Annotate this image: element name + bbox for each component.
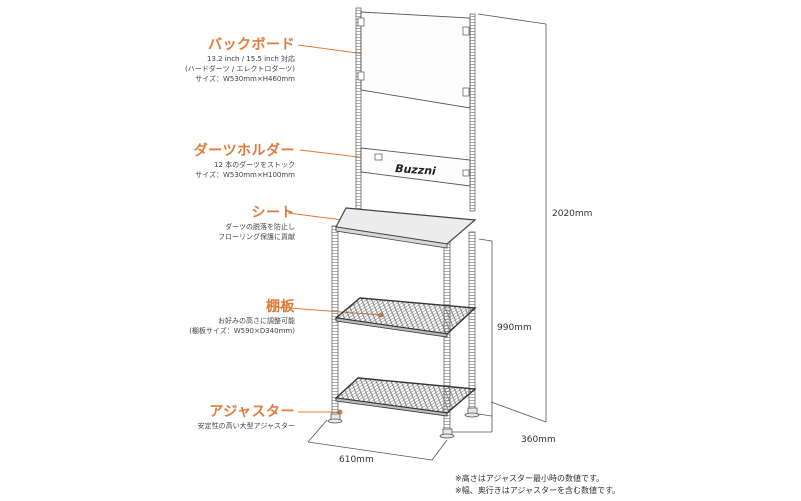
footnote-line: ※高さはアジャスター最小時の数値です。 xyxy=(455,474,605,483)
brand-logo: Buzzni xyxy=(395,162,437,178)
callout-title: シート xyxy=(251,205,295,221)
top-shelf-sheet xyxy=(335,207,477,249)
footnote-line: ※幅、奥行きはアジャスターを含む数値です。 xyxy=(455,486,621,495)
callout-desc-line: お好みの高さに調整可能 xyxy=(218,317,295,325)
callout-adjuster: アジャスター 安定性の高い大型アジャスター xyxy=(85,403,295,431)
callout-desc-line: サイズ：W530mm×H100mm xyxy=(195,171,295,179)
callout-sheet: シート ダーツの脱落を防止し フローリング保護に貢献 xyxy=(85,204,295,242)
middle-wire-shelf xyxy=(334,297,477,338)
dimension-lines xyxy=(307,13,547,461)
callout-desc-line: 安定性の高い大型アジャスター xyxy=(197,422,295,430)
callout-desc-line: (棚板サイズ：W590×D340mm) xyxy=(189,327,295,335)
callout-desc-line: フローリング保護に貢献 xyxy=(218,233,295,241)
callout-desc-line: ダーツの脱落を防止し xyxy=(225,223,295,231)
callout-title: バックボード xyxy=(208,37,295,53)
dimension-total-height: 2020mm xyxy=(552,209,593,219)
bottom-wire-shelf xyxy=(334,377,477,417)
backboard xyxy=(357,11,471,109)
adjuster-feet xyxy=(327,407,480,439)
callout-desc-line: 13.2 inch / 15.5 inch 対応 xyxy=(207,55,295,63)
dimension-shelf-height: 990mm xyxy=(497,323,532,333)
callout-shelf: 棚板 お好みの高さに調整可能 (棚板サイズ：W590×D340mm) xyxy=(85,298,295,336)
dart-holder: Buzzni xyxy=(360,147,471,187)
callout-title: 棚板 xyxy=(266,299,295,315)
callout-title: アジャスター xyxy=(209,404,295,420)
callout-title: ダーツホルダー xyxy=(193,143,295,159)
footnotes: ※高さはアジャスター最小時の数値です。 ※幅、奥行きはアジャスターを含む数値です… xyxy=(455,473,620,497)
callout-backboard: バックボード 13.2 inch / 15.5 inch 対応 (ハードダーツ … xyxy=(85,36,295,84)
dimension-depth: 360mm xyxy=(521,435,556,445)
callout-desc-line: サイズ：W530mm×H460mm xyxy=(195,75,295,83)
dimension-width: 610mm xyxy=(339,455,374,465)
callout-desc-line: (ハードダーツ / エレクトロダーツ) xyxy=(185,65,295,73)
callout-dart-holder: ダーツホルダー 12 本のダーツをストック サイズ：W530mm×H100mm xyxy=(85,142,295,180)
callout-desc-line: 12 本のダーツをストック xyxy=(214,161,295,169)
